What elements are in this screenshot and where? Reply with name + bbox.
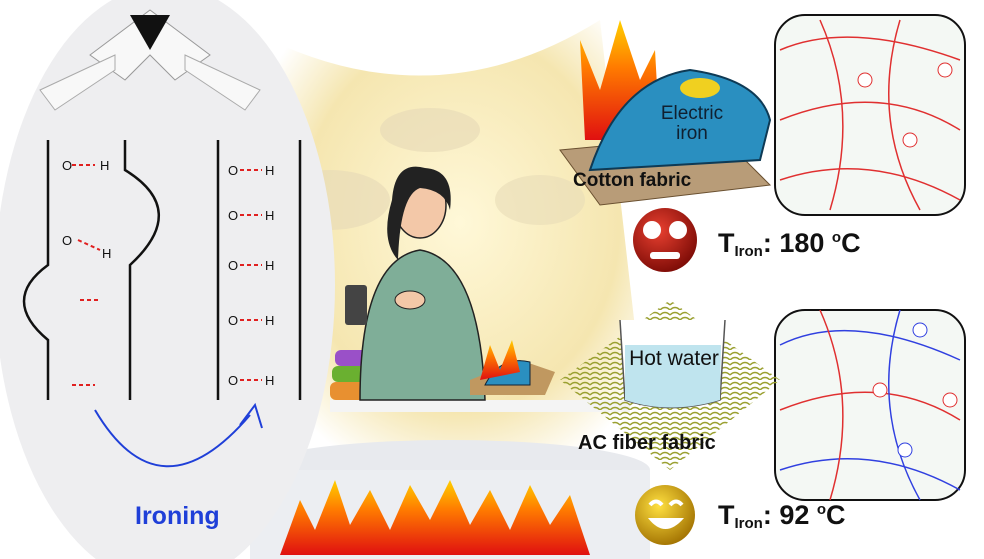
svg-text:O: O <box>62 233 72 248</box>
svg-text:O: O <box>228 163 238 178</box>
sad-face-icon <box>633 208 697 272</box>
fire-icon <box>280 480 590 555</box>
collar-icon <box>130 15 170 50</box>
electric-iron-icon <box>588 68 772 172</box>
network-ac <box>774 309 966 501</box>
electric-iron-label: Electric iron <box>660 103 724 144</box>
svg-text:O: O <box>228 373 238 388</box>
woman-figure <box>345 166 486 401</box>
temp-cotton: TIron: 180 oC <box>718 228 861 260</box>
happy-face-icon <box>635 485 695 545</box>
svg-text:H: H <box>265 258 274 273</box>
ironing-label: Ironing <box>135 502 220 530</box>
temp-ac: TIron: 92 oC <box>718 500 846 532</box>
svg-text:H: H <box>265 373 274 388</box>
arrow-icon <box>239 402 263 429</box>
svg-text:H: H <box>265 163 274 178</box>
shirt-panel: O H O H O H O H O H O H O H <box>0 0 335 559</box>
svg-text:O: O <box>228 313 238 328</box>
svg-text:O: O <box>228 208 238 223</box>
svg-text:H: H <box>265 208 274 223</box>
svg-text:O: O <box>228 258 238 273</box>
ac-fiber-fabric-label: AC fiber fabric <box>578 432 716 454</box>
hot-water-label: Hot water <box>629 347 719 370</box>
svg-text:H: H <box>102 246 111 261</box>
network-cotton <box>774 14 966 216</box>
ac-fabric-beaker <box>560 300 780 470</box>
kitchen-scene <box>250 20 650 559</box>
svg-text:H: H <box>100 158 109 173</box>
iron-on-cotton <box>559 20 772 206</box>
atom-o: O <box>62 158 72 173</box>
svg-text:H: H <box>265 313 274 328</box>
cotton-fabric-label: Cotton fabric <box>573 170 692 191</box>
